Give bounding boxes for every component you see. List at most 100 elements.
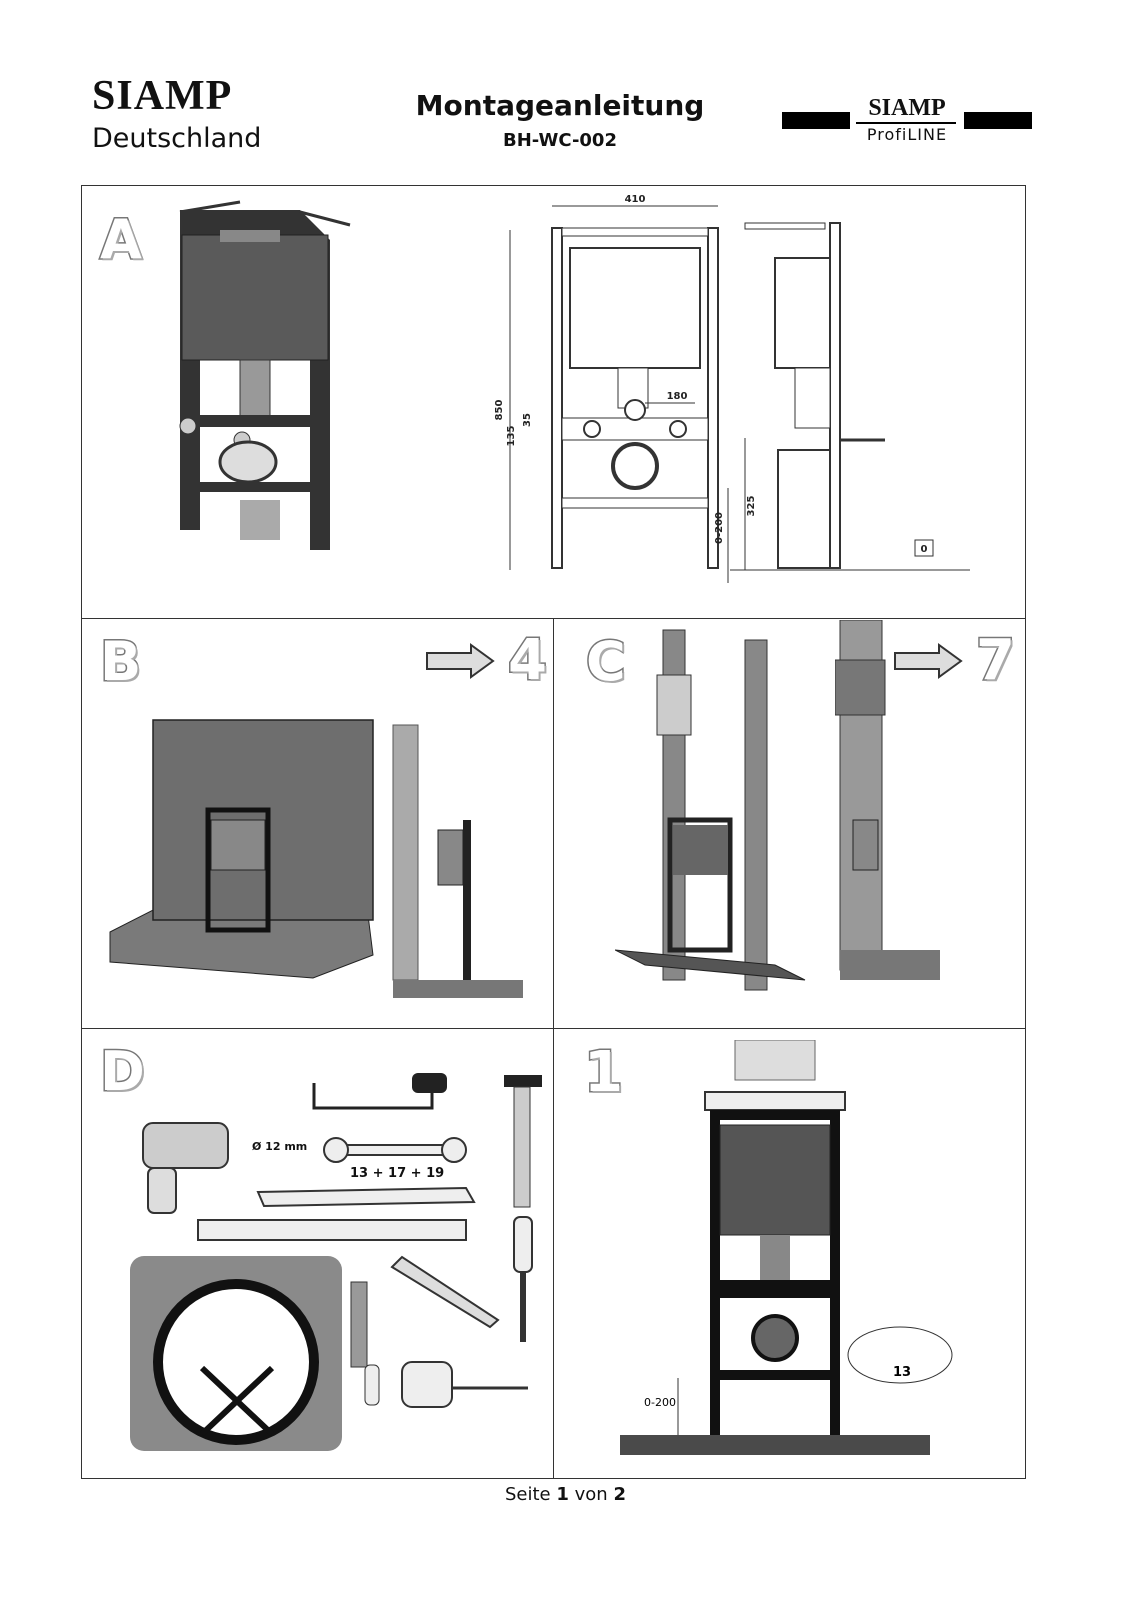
base-bar xyxy=(180,482,320,492)
drain-connector xyxy=(218,440,278,484)
document-title-block: Montageanleitung BH-WC-002 xyxy=(380,88,740,154)
no-sign-circle xyxy=(153,1279,319,1445)
side-frame-tank xyxy=(437,829,464,886)
side-tank-small xyxy=(852,819,879,871)
side-floor xyxy=(393,980,523,998)
wall-tank xyxy=(210,819,266,871)
side-pipe xyxy=(794,367,831,429)
support-bar xyxy=(180,415,320,427)
brick-wall-illustration xyxy=(109,719,523,998)
hacksaw-icon xyxy=(312,1073,447,1110)
side-post xyxy=(829,222,841,569)
grid-divider-column xyxy=(553,618,554,1479)
ruler-shape xyxy=(256,1186,476,1208)
drill-size-label: Ø 12 mm xyxy=(252,1140,308,1153)
bolt-left xyxy=(179,417,197,435)
document-code: BH-WC-002 xyxy=(503,130,617,151)
wrench-shaft xyxy=(339,1144,451,1156)
side-floor-block xyxy=(840,950,940,980)
logo-siamp-deutschland: SIAMP Deutschland xyxy=(92,73,272,156)
hammer-handle xyxy=(513,1086,531,1208)
side-frame-post xyxy=(463,820,471,980)
hacksaw-handle xyxy=(412,1073,447,1093)
screwdriver-handle xyxy=(513,1216,533,1273)
screwdriver-shaft xyxy=(520,1272,526,1342)
logo-right-rule xyxy=(856,122,956,124)
drawing-tank xyxy=(569,247,701,369)
ruler-icon xyxy=(256,1186,476,1208)
drawing-base-rail xyxy=(561,497,709,509)
floor-mark-label: 0 xyxy=(921,544,928,555)
footer-total: 2 xyxy=(613,1484,626,1505)
cross-line-b xyxy=(199,1365,275,1437)
stud-frame xyxy=(667,817,733,953)
panel-letter-b: B xyxy=(98,629,142,695)
stud-wall-illustration xyxy=(615,629,806,991)
panel-letter-a: A xyxy=(99,207,144,273)
wall-bracket-right xyxy=(299,210,351,227)
arrow-shape xyxy=(426,643,495,679)
spirit-level-icon xyxy=(197,1219,467,1241)
dim-35-label: 35 xyxy=(522,413,533,427)
step-ref-c: 7 xyxy=(975,627,1017,695)
logo-brand-text: SIAMP xyxy=(92,73,233,119)
no-trash-icon xyxy=(153,1279,319,1445)
logo-right-brand: SIAMP xyxy=(868,95,946,121)
tape-body xyxy=(401,1361,453,1408)
pipe-brush-icon xyxy=(350,1281,380,1406)
step-number-1: 1 xyxy=(583,1039,625,1107)
drill-icon xyxy=(142,1122,229,1214)
page-footer: Seite 1 von 2 xyxy=(0,1484,1131,1505)
logo-sub-text: Deutschland xyxy=(92,123,262,154)
disposal-warning-panel xyxy=(130,1256,342,1451)
arrow-shape xyxy=(894,643,963,679)
side-wall xyxy=(392,724,419,981)
logo-right-sub: ProfiLINE xyxy=(866,125,948,144)
step1-wrench-size: 13 xyxy=(893,1365,911,1380)
step1-top-rail xyxy=(720,1110,830,1120)
wall-frame xyxy=(205,807,271,933)
drawing-post-left xyxy=(551,227,563,569)
side-plate xyxy=(835,659,886,716)
logo-siamp-profiline: SIAMP ProfiLINE xyxy=(782,95,1032,145)
page-title: Montageanleitung xyxy=(415,89,705,122)
footer-of: von xyxy=(574,1484,608,1505)
tape-measure-icon xyxy=(401,1361,528,1408)
drawing-post-right xyxy=(707,227,719,569)
step1-installation-illustration: 0-200 13 xyxy=(620,1040,953,1455)
drawing-pipe-center xyxy=(624,399,646,421)
side-drain-bend xyxy=(777,449,831,569)
dim-0-200-label: 0-200 xyxy=(714,512,725,544)
drill-grip xyxy=(147,1167,177,1214)
hacksaw-frame xyxy=(312,1083,434,1110)
dim-180-label: 180 xyxy=(667,391,688,402)
wall-bracket-left xyxy=(179,200,241,214)
pencil-shape xyxy=(390,1255,500,1329)
side-bracket xyxy=(744,222,826,230)
screwdriver-icon xyxy=(513,1216,533,1342)
spirit-level-on-frame xyxy=(704,1091,846,1111)
hammer-head xyxy=(504,1075,542,1087)
step1-floor xyxy=(620,1435,930,1455)
wrench-icon xyxy=(323,1137,467,1163)
arrow-right-icon xyxy=(426,643,495,679)
panel-letter-c: C xyxy=(585,629,628,695)
hammer-icon xyxy=(504,1075,542,1208)
mounting-plate xyxy=(656,674,692,736)
step1-support-bar xyxy=(720,1280,830,1298)
wrench-sizes-label: 13 + 17 + 19 xyxy=(350,1166,445,1181)
floor-mark-box xyxy=(914,539,934,557)
step1-post-right xyxy=(830,1110,840,1435)
dim-height-label: 850 xyxy=(494,400,505,421)
drawing-drain xyxy=(611,442,659,490)
dim-135-label: 135 xyxy=(506,426,517,447)
level-body xyxy=(197,1219,467,1241)
dim-width-label: 410 xyxy=(625,194,646,205)
step1-flush-pipe xyxy=(760,1235,790,1280)
wrench-end-left xyxy=(323,1137,349,1163)
panel-letter-d: D xyxy=(99,1039,147,1105)
step1-drain xyxy=(751,1314,799,1362)
floor-track xyxy=(615,949,806,981)
logo-bar-right xyxy=(964,112,1032,129)
technical-drawing: 410 850 180 35 135 325 0-200 0 xyxy=(494,194,970,583)
